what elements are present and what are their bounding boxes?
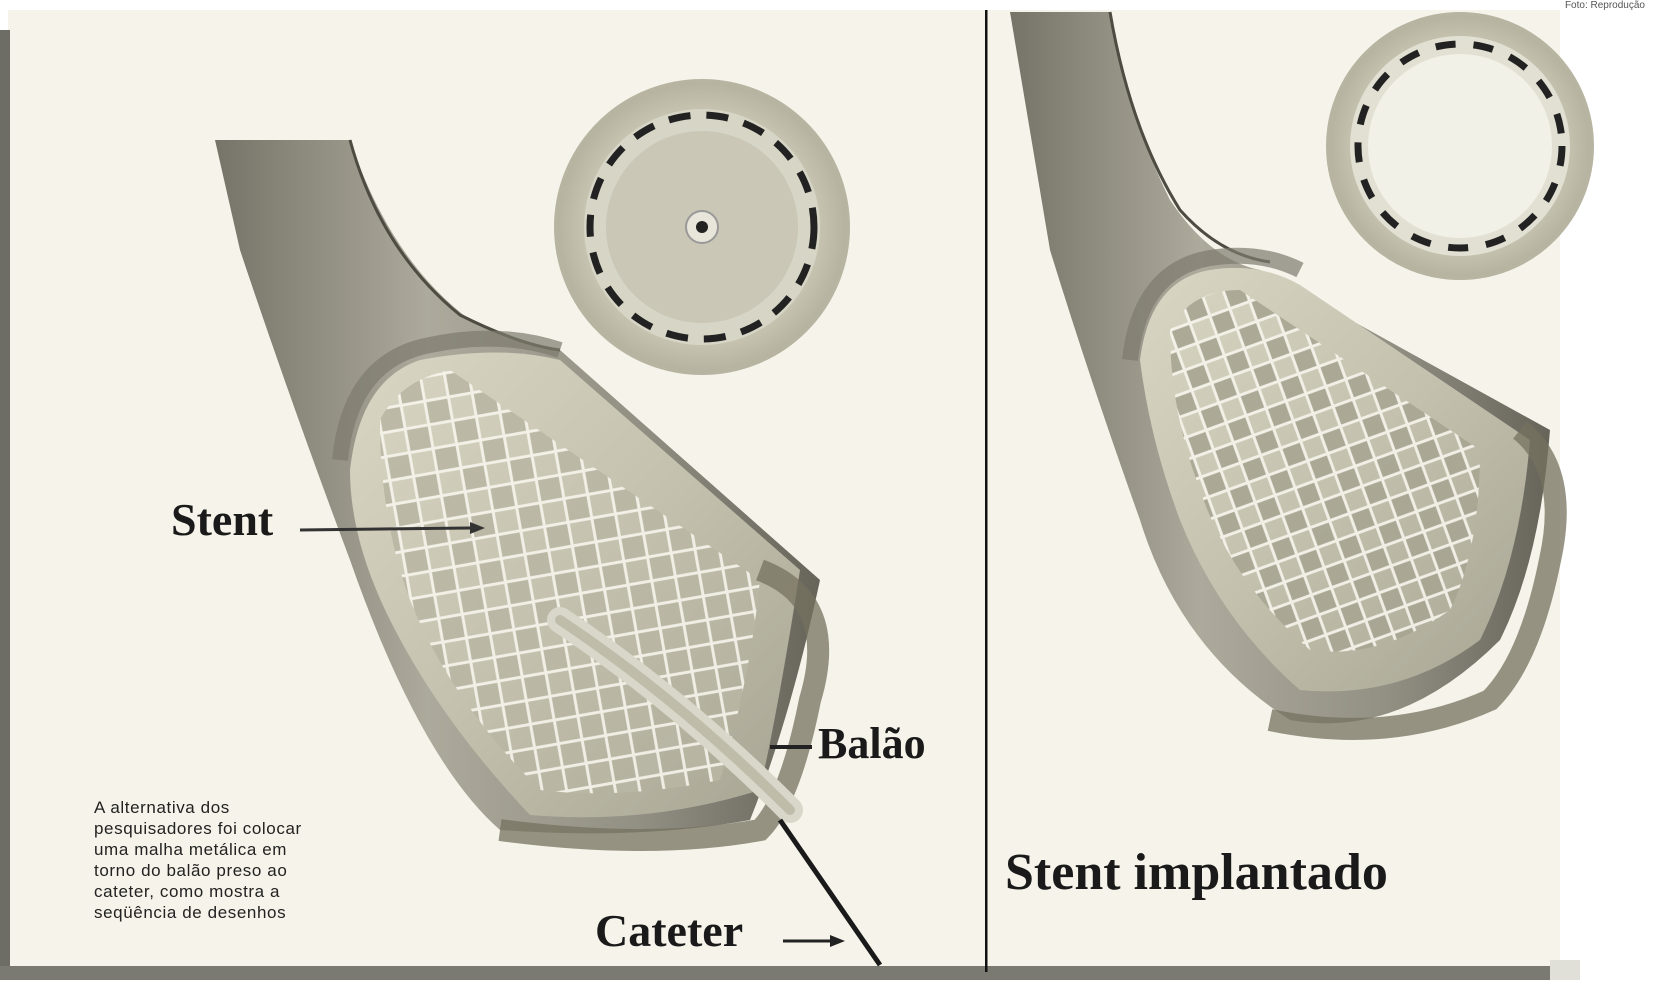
left-cross-section [556,81,848,373]
stent-pointer [300,528,470,530]
left-border [0,30,10,980]
caption-text: A alternativa dos pesquisadores foi colo… [94,797,354,923]
label-cateter: Cateter [595,904,743,957]
label-balao: Balão [818,718,926,769]
caption-line: A alternativa dos [94,797,354,818]
caption-line: cateter, como mostra a [94,881,354,902]
caption-line: pesquisadores foi colocar [94,818,354,839]
photo-credit: Foto: Reprodução [1565,0,1645,11]
caption-line: torno do balão preso ao [94,860,354,881]
panel-divider [985,10,988,972]
caption-line: seqüência de desenhos [94,902,354,923]
caption-line: uma malha metálica em [94,839,354,860]
right-cross-section [1328,14,1592,278]
label-stent-implantado: Stent implantado [1005,843,1388,902]
bottom-border [0,966,1580,980]
label-stent: Stent [171,493,273,546]
